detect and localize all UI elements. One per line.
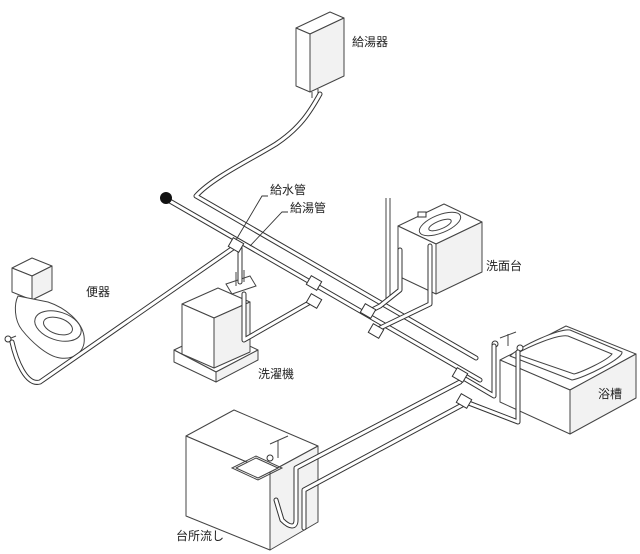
cold-water-pipe (165, 197, 483, 383)
pipe-origin-dot (160, 192, 172, 204)
label-toilet: 便器 (86, 285, 110, 299)
label-bathtub: 浴槽 (598, 387, 622, 401)
label-hot-pipe: 給湯管 (290, 200, 326, 215)
hot-water-pipe (193, 91, 479, 361)
washbasin (385, 198, 483, 302)
label-cold-pipe: 給水管 (270, 182, 306, 197)
washing-machine (173, 270, 259, 383)
branch-pipes (9, 243, 521, 531)
pipe-fittings (227, 236, 473, 410)
water-heater (295, 11, 345, 98)
leader-lines (235, 195, 288, 247)
toilet (4, 257, 85, 359)
label-washing-machine: 洗濯機 (258, 366, 294, 381)
bathtub (491, 325, 637, 435)
label-kitchen-sink: 台所流し (176, 528, 224, 543)
label-water-heater: 給湯器 (352, 35, 388, 49)
label-washbasin: 洗面台 (486, 258, 522, 273)
